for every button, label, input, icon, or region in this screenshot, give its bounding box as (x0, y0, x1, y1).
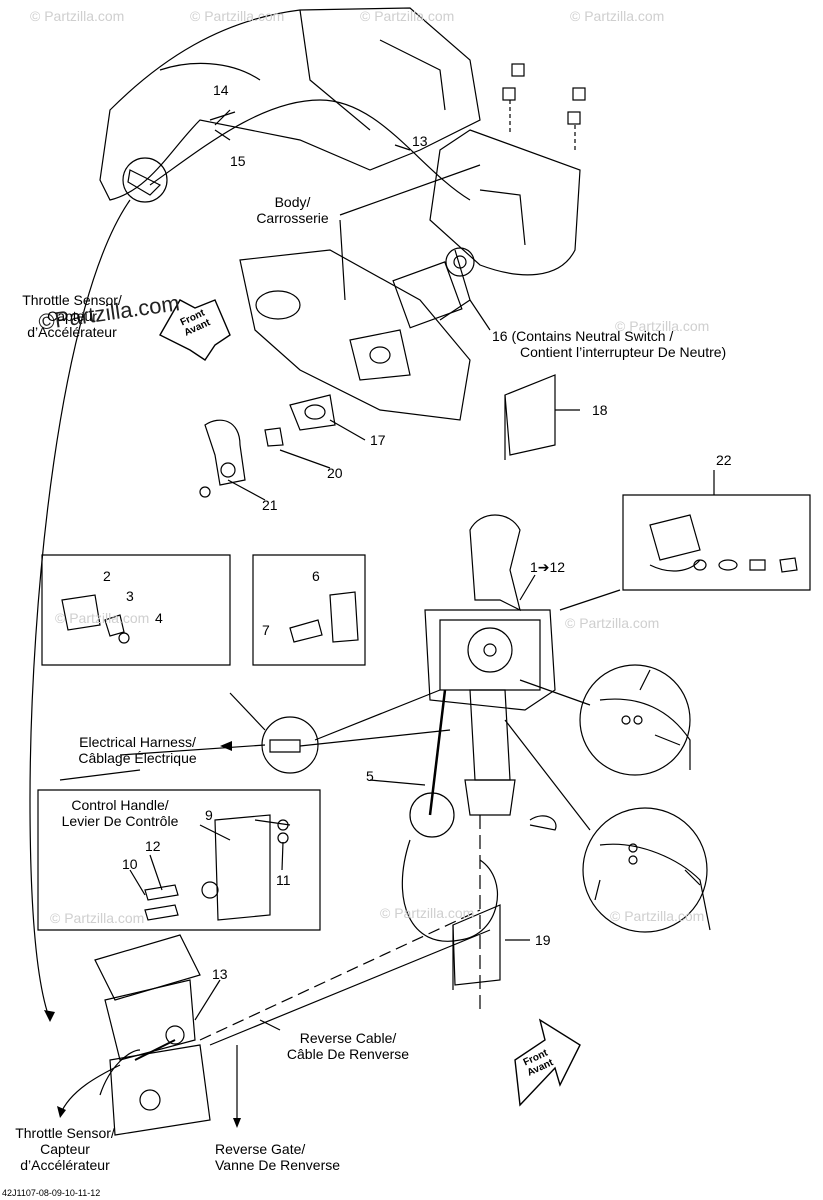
callout-13-top: 13 (412, 133, 428, 149)
body-label: Body/ Carrosserie (256, 194, 329, 226)
diagram-code: 42J1107-08-09-10-11-12 (2, 1188, 101, 1198)
callout-7: 7 (262, 622, 270, 638)
callout-21: 21 (262, 497, 278, 513)
cable-13-top (149, 99, 471, 201)
grommet-17 (289, 394, 336, 431)
front-arrow-top (159, 299, 231, 361)
reverse-gate-label: Reverse Gate/ Vanne De Renverse (215, 1141, 341, 1173)
callout-10: 10 (122, 856, 138, 872)
sticker-19 (452, 904, 501, 986)
watermark: © Partzilla.com (570, 8, 665, 24)
callout-20: 20 (327, 465, 343, 481)
callout-15: 15 (230, 153, 246, 169)
control-handle-assembly (424, 514, 556, 1010)
throttle-lever-21 (204, 419, 246, 486)
callout-19: 19 (535, 932, 551, 948)
callout-17: 17 (370, 432, 386, 448)
watermark: © Partzilla.com (610, 908, 705, 924)
control-handle-label: Control Handle/ Levier De Contrôle (61, 797, 179, 829)
part-16-label: 16 (Contains Neutral Switch / Contient l… (492, 328, 727, 360)
electrical-harness-label: Electrical Harness/ Câblage Électrique (78, 734, 197, 766)
reverse-cable-label: Reverse Cable/ Câble De Renverse (286, 1030, 410, 1062)
callout-11: 11 (276, 872, 291, 888)
watermark: © Partzilla.com (55, 610, 150, 626)
watermark: © Partzilla.com (50, 910, 145, 926)
callout-12: 12 (145, 838, 161, 854)
watermark: © Partzilla.com (615, 318, 710, 334)
watermark: © Partzilla.com (565, 615, 660, 631)
front-arrow-bottom (514, 1018, 581, 1107)
throttle-sensor-leader (29, 199, 131, 1021)
callout-22: 22 (716, 452, 732, 468)
inset-control-handle (37, 789, 321, 931)
callout-9: 9 (205, 807, 213, 823)
reverse-cable (199, 909, 481, 1041)
callout-2: 2 (103, 568, 111, 584)
cable-5 (428, 689, 447, 816)
watermark: © Partzilla.com (190, 8, 285, 24)
callout-14: 14 (213, 82, 229, 98)
watermark: © Partzilla.com (380, 905, 475, 921)
callout-6: 6 (312, 568, 320, 584)
callout-13-bottom: 13 (212, 966, 228, 982)
inset-2-4 (41, 554, 231, 666)
detail-circle-upper (579, 664, 691, 776)
callout-1-12: 1➔12 (530, 559, 566, 575)
callout-4: 4 (155, 610, 163, 626)
reverse-loop (401, 839, 498, 942)
throttle-sensor-top-label: Throttle Sensor/ Capteur d’Accélérateur (22, 292, 122, 340)
inset-6-7 (252, 554, 366, 666)
watermark: © Partzilla.com (360, 8, 455, 24)
hull-top-outline (99, 7, 481, 201)
callout-5: 5 (366, 768, 374, 784)
console-body (239, 249, 471, 421)
bottom-assembly (94, 934, 211, 1136)
callout-3: 3 (126, 588, 134, 604)
throttle-sensor-bottom-label: Throttle Sensor/ Capteur d’Accélérateur (15, 1125, 115, 1173)
detail-circle-lower (582, 807, 708, 933)
sticker-18 (504, 374, 556, 456)
body-shell (429, 129, 581, 276)
callout-18: 18 (592, 402, 608, 418)
inset-22 (622, 494, 811, 591)
watermark: © Partzilla.com (30, 8, 125, 24)
